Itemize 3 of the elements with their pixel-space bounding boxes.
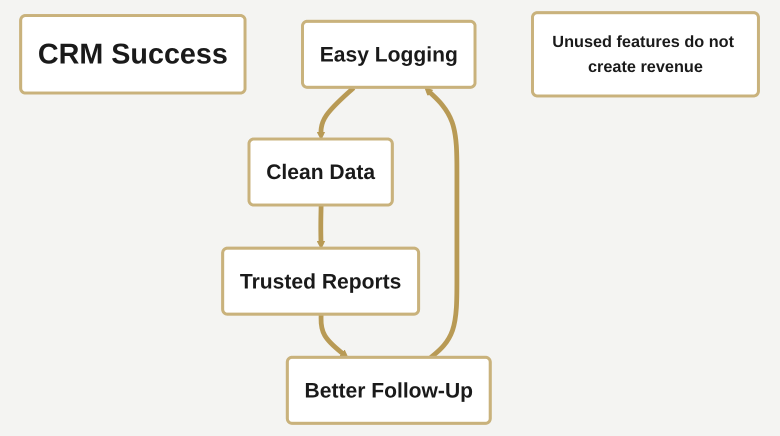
arrow	[319, 314, 349, 358]
arrow	[317, 206, 326, 249]
arrow	[317, 86, 356, 140]
